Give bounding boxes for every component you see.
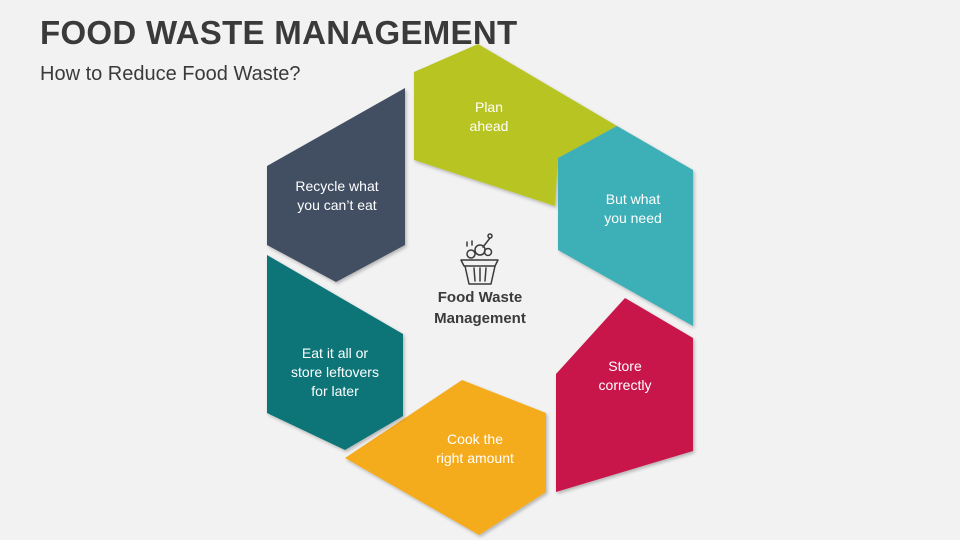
food-waste-bin-icon — [460, 233, 499, 285]
page-subtitle: How to Reduce Food Waste? — [40, 63, 301, 85]
segment-eat-it-all — [267, 255, 403, 450]
segment-label-cook-right-amount: Cook the right amount — [436, 431, 514, 466]
segment-recycle — [267, 88, 405, 282]
segment-label-eat-it-all: Eat it all or store leftovers for later — [291, 345, 379, 399]
segment-cook-right-amount — [345, 380, 546, 535]
segment-label-buy-what-you-need: But what you need — [604, 191, 662, 226]
center-label: Food Waste Management — [434, 289, 526, 327]
segment-label-plan-ahead: Plan ahead — [469, 99, 509, 134]
page-title: FOOD WASTE MANAGEMENT — [40, 14, 518, 51]
segment-buy-what-you-need — [558, 126, 693, 326]
segment-store-correctly — [556, 298, 693, 492]
segment-label-store-correctly: Store correctly — [598, 358, 652, 393]
segment-label-recycle: Recycle what you can’t eat — [295, 178, 379, 213]
segment-plan-ahead — [414, 44, 617, 206]
